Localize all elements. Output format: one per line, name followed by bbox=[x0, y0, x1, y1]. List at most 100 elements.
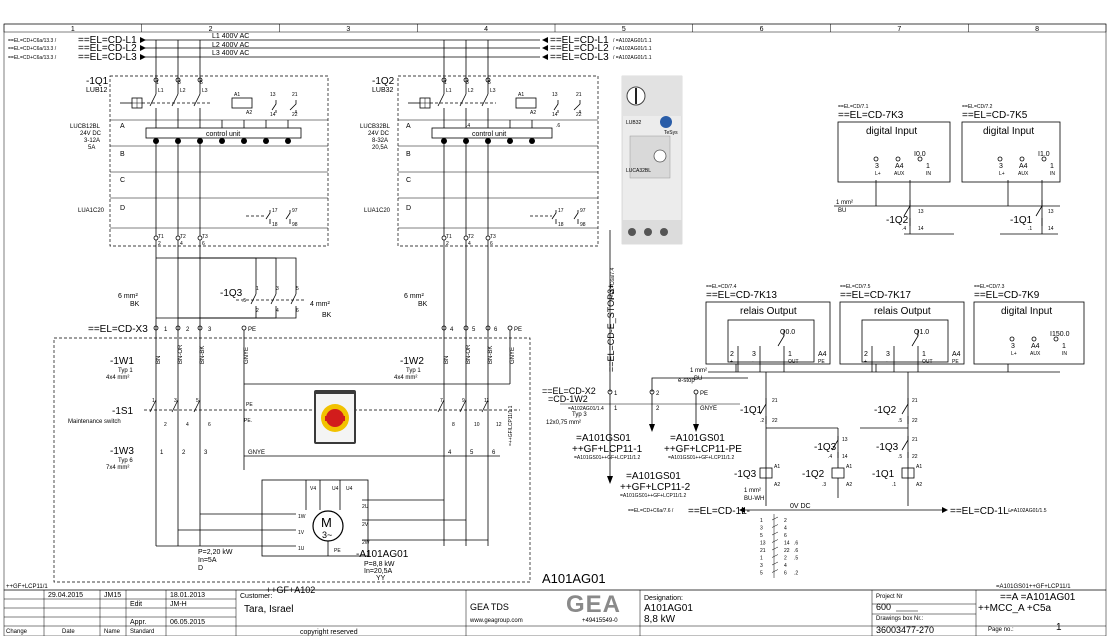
starter2-term-t2: T2 bbox=[468, 234, 474, 240]
xref-contact bbox=[771, 524, 779, 528]
coil-q3-tag: -1Q3 bbox=[734, 469, 757, 480]
q3-term-3: 3 bbox=[276, 286, 279, 292]
module-pin-lbl: IN bbox=[1050, 171, 1055, 177]
relay-contact bbox=[911, 330, 919, 347]
module-pin bbox=[1041, 156, 1047, 162]
ov-label: 0V DC bbox=[790, 503, 811, 510]
starter-product-image: LUB32 LUCA32BL TeSys bbox=[621, 75, 683, 245]
footer-copyright: copyright reserved bbox=[300, 629, 358, 636]
starter1-base-1: LUCB12BL bbox=[70, 124, 101, 130]
module-address: I1.0 bbox=[1038, 151, 1050, 158]
bus-l2-left-ref: ==EL=CD+C6a/13.3 / bbox=[8, 46, 57, 52]
side-ref: =++GF/LCP11/1.1 bbox=[508, 405, 514, 446]
relay-address: Q1.0 bbox=[914, 329, 929, 336]
wire-left-color: BK bbox=[130, 301, 140, 308]
conn3-ref: =A101GS01++GF+LCP11/1.2 bbox=[620, 493, 687, 499]
pole-terminal-top bbox=[485, 77, 491, 83]
relay-pin-lbl: PE bbox=[818, 359, 825, 365]
motor-star: YY bbox=[376, 575, 386, 582]
xref-contact bbox=[771, 516, 779, 521]
cu-pin bbox=[241, 138, 247, 144]
conn1-pin: ++GF+LCP11-1 bbox=[572, 444, 643, 455]
w2-core-bn-bk: BN-BK bbox=[488, 346, 494, 364]
motor-symbol: M bbox=[321, 515, 332, 530]
relay-pin-num: 3 bbox=[886, 351, 890, 358]
upper-c2-ref: .1 bbox=[1028, 226, 1032, 232]
x2-tag: ==EL=CD-X2 bbox=[542, 386, 596, 396]
starter1-term-l2: L2 bbox=[180, 88, 186, 94]
bus-l3-right-ref: / =A102AG01/1.1 bbox=[613, 55, 652, 61]
coil-q2-a1: A1 bbox=[846, 464, 852, 470]
footer-appr-label: Appr. bbox=[130, 619, 146, 626]
xref-contact bbox=[771, 569, 779, 573]
module-box bbox=[961, 121, 1061, 183]
x3-terminal bbox=[485, 325, 491, 331]
x3-term-3: 3 bbox=[208, 327, 212, 333]
s1-term: 7 bbox=[440, 398, 443, 404]
module-title: digital Input bbox=[983, 126, 1034, 137]
module-pin-lbl: AUX bbox=[1018, 171, 1029, 177]
xref-contact bbox=[771, 539, 779, 543]
cu-pin bbox=[529, 138, 535, 144]
motor-power-left: P=2,20 kW bbox=[198, 549, 233, 556]
motor-term-pe: PE bbox=[334, 548, 341, 554]
module-pin bbox=[1009, 336, 1015, 342]
x2-core-1: 1 bbox=[614, 406, 618, 412]
starter2-term-4: 4 bbox=[468, 241, 471, 247]
relay-pin-num: 3 bbox=[752, 351, 756, 358]
s1-tag: -1S1 bbox=[112, 406, 134, 417]
footer-power: 8,8 kW bbox=[644, 614, 676, 625]
module-pin-num: 1 bbox=[1050, 163, 1054, 170]
footer-date-col: 18.01.2013 bbox=[170, 592, 205, 599]
x3-tag: ==EL=CD-X3 bbox=[88, 324, 148, 335]
wire-right-size: 6 mm² bbox=[404, 293, 425, 300]
footer-drawing: 36003477-270 bbox=[876, 625, 934, 635]
xref-contact bbox=[771, 554, 779, 558]
pole-terminal-top bbox=[197, 77, 203, 83]
bus-l1-right: ==EL=CD-L1 bbox=[550, 35, 609, 46]
wire-right-color: BK bbox=[418, 301, 428, 308]
starter2-base-3: 8-32A bbox=[372, 138, 388, 144]
x2-ref: =A102AG01/1.4 bbox=[568, 406, 604, 412]
xref-ref: .5 bbox=[794, 556, 798, 562]
relay-pin-num: A4 bbox=[818, 351, 827, 358]
w1-core-gnye: GNYE bbox=[244, 347, 250, 364]
l1l-right-ref: / =A102AG01/1.5 bbox=[1008, 508, 1047, 514]
starter1-row-a: A bbox=[120, 123, 125, 130]
starter1-term-t2: T2 bbox=[180, 234, 186, 240]
module-pin bbox=[895, 156, 901, 162]
x3-terminal bbox=[175, 325, 181, 331]
module-pin-num: A4 bbox=[1031, 343, 1040, 350]
coil-q1-tag: -1Q1 bbox=[872, 469, 895, 480]
xref-term: 5 bbox=[760, 571, 763, 577]
module-box bbox=[973, 301, 1085, 365]
conn3-pin: ++GF+LCP11-2 bbox=[620, 482, 691, 493]
xref-term: 4 bbox=[784, 563, 787, 569]
q3-pole bbox=[200, 293, 297, 319]
module-pin-lbl: L+ bbox=[999, 171, 1005, 177]
w2-tag: -1W2 bbox=[400, 356, 424, 367]
starter2-row-c: C bbox=[406, 177, 411, 184]
starter2-row-b: B bbox=[406, 151, 411, 158]
lower-wire2-color: BU-WH bbox=[744, 496, 764, 502]
q3-branch bbox=[200, 257, 297, 294]
relay-pin-lbl: OUT bbox=[922, 359, 933, 365]
ruler-col-3: 3 bbox=[346, 26, 350, 33]
starter1-term-4: 4 bbox=[180, 241, 183, 247]
starter1-term-1: 1 bbox=[156, 80, 159, 86]
ruler-col-4: 4 bbox=[484, 26, 488, 33]
module-name: ==EL=CD-7K13 bbox=[706, 290, 777, 301]
relay-pin-num: 1 bbox=[922, 351, 926, 358]
module-pin-num: A4 bbox=[895, 163, 904, 170]
s1-term: 10 bbox=[474, 422, 480, 428]
module-ref: ==EL=CD/7.4 bbox=[706, 284, 737, 290]
starter1-row-d: D bbox=[120, 205, 125, 212]
relay-pin-lbl: OUT bbox=[788, 359, 799, 365]
module-name: ==EL=CD-7K5 bbox=[962, 110, 1028, 121]
starter1-aux-18: 18 bbox=[272, 222, 278, 228]
estop-ref: / =EL+C6a/7.4 bbox=[610, 268, 616, 300]
x3-term-6: 6 bbox=[494, 327, 498, 333]
upper-c2-13: 13 bbox=[1048, 209, 1054, 215]
bus-l1-right-ref: / =A102AG01/1.1 bbox=[613, 38, 652, 44]
